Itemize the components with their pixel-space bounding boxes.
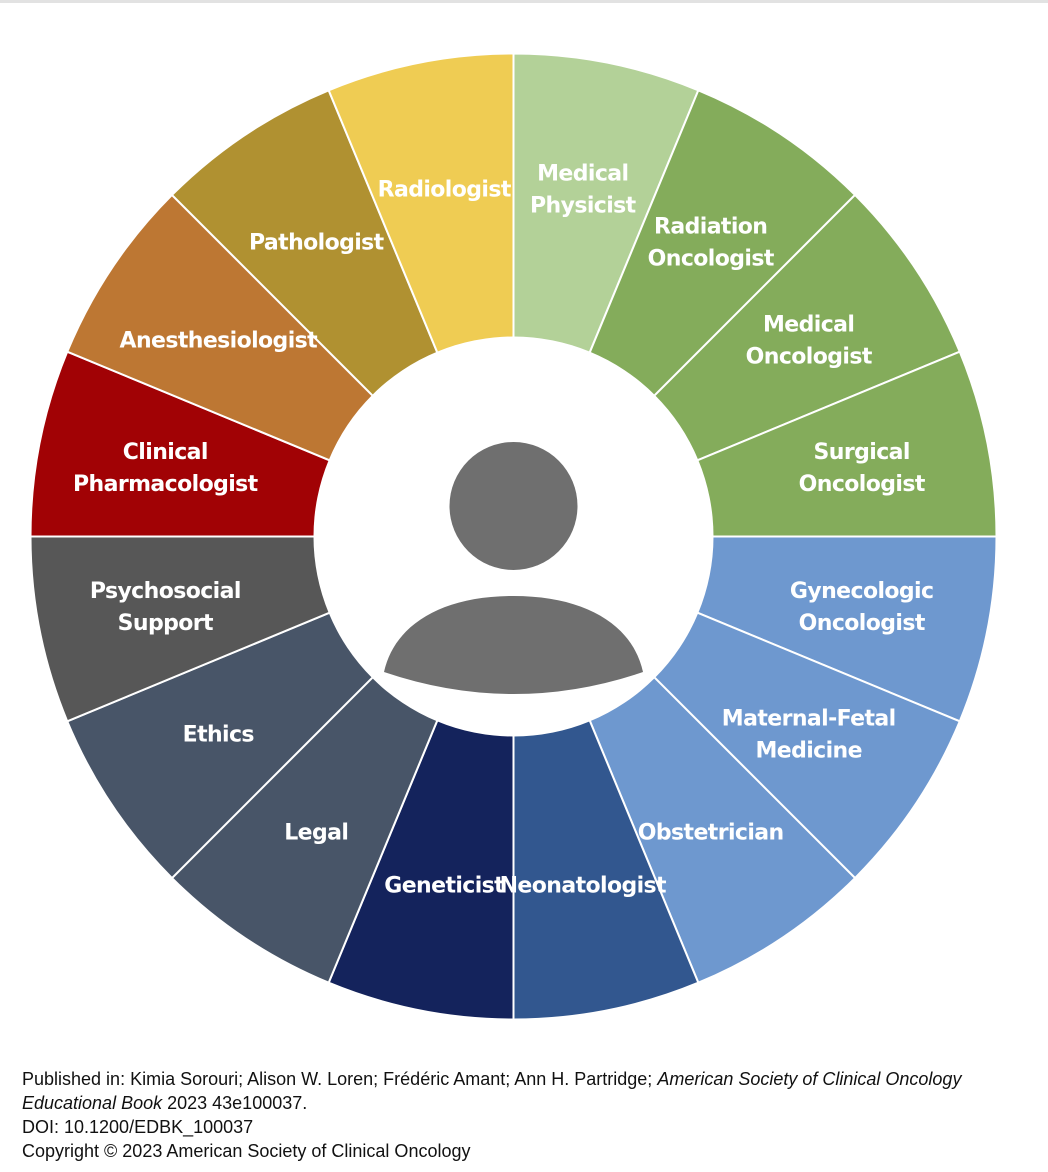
wheel-segments: [29, 52, 998, 1021]
segment-label-line: Anesthesiologist: [120, 328, 319, 353]
segment-label-line: Oncologist: [746, 344, 873, 369]
segment-label-line: Pathologist: [249, 230, 385, 255]
segment-label-line: Gynecologic: [790, 579, 934, 604]
segment-label-line: Pharmacologist: [73, 472, 259, 497]
segment-label-line: Medical: [763, 312, 854, 337]
journal-name: American Society of Clinical Oncology Ed…: [22, 1069, 962, 1113]
segment-label-obstetrician: Obstetrician: [638, 821, 784, 846]
volume-text: 2023 43e100037.: [162, 1093, 308, 1113]
segment-label-line: Oncologist: [799, 611, 926, 636]
segment-label-line: Maternal-Fetal: [722, 707, 896, 732]
figure-caption: Published in: Kimia Sorouri; Alison W. L…: [22, 1067, 1032, 1163]
segment-label-radiologist: Radiologist: [378, 177, 512, 202]
segment-label-line: Radiation: [654, 214, 767, 239]
segment-label-line: Support: [118, 611, 214, 636]
segment-label-line: Clinical: [123, 440, 208, 465]
segment-label-legal: Legal: [284, 821, 348, 846]
authors-text: Published in: Kimia Sorouri; Alison W. L…: [22, 1069, 658, 1089]
segment-label-anesthesiologist: Anesthesiologist: [120, 328, 319, 353]
segment-label-line: Radiologist: [378, 177, 512, 202]
segment-label-line: Geneticist: [384, 874, 505, 899]
segment-label-line: Psychosocial: [90, 579, 241, 604]
segment-label-line: Physicist: [530, 193, 637, 218]
segment-label-geneticist: Geneticist: [384, 874, 505, 899]
copyright-line: Copyright © 2023 American Society of Cli…: [22, 1141, 471, 1161]
segment-label-line: Medicine: [755, 739, 861, 764]
publication-line: Published in: Kimia Sorouri; Alison W. L…: [22, 1067, 1032, 1115]
segment-label-line: Ethics: [183, 723, 255, 748]
segment-label-line: Obstetrician: [638, 821, 784, 846]
segment-label-ethics: Ethics: [183, 723, 255, 748]
segment-label-line: Neonatologist: [500, 874, 667, 899]
segment-label-neonatologist: Neonatologist: [500, 874, 667, 899]
segment-label-line: Oncologist: [799, 472, 926, 497]
segment-label-line: Legal: [284, 821, 348, 846]
doi-line: DOI: 10.1200/EDBK_100037: [22, 1117, 254, 1137]
person-avatar-icon: [384, 442, 643, 694]
top-divider: [0, 0, 1048, 3]
segment-label-line: Oncologist: [648, 246, 775, 271]
segment-label-pathologist: Pathologist: [249, 230, 385, 255]
segment-label-line: Medical: [537, 161, 628, 186]
segment-label-line: Surgical: [814, 440, 910, 465]
